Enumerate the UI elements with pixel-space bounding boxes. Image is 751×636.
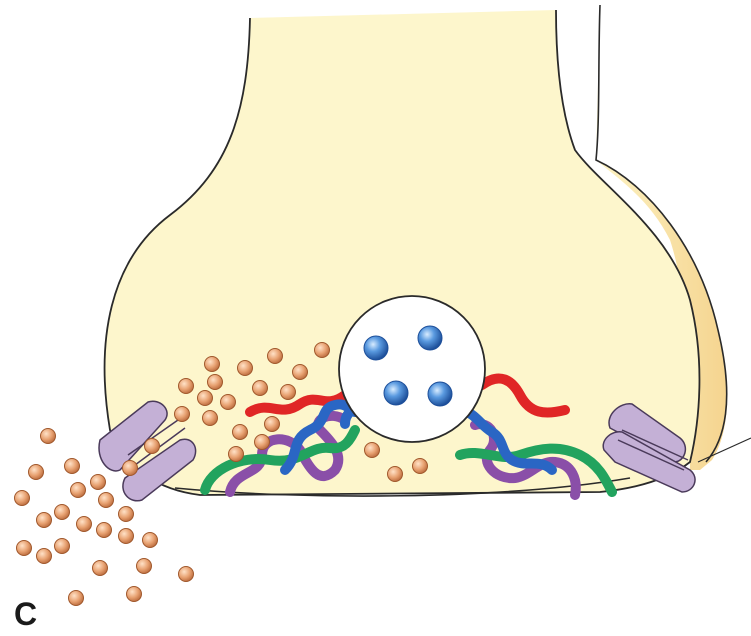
neurotransmitter-particle xyxy=(221,395,236,410)
neurotransmitter-particle xyxy=(71,483,86,498)
neurotransmitter-particle xyxy=(203,411,218,426)
neurotransmitter-particle xyxy=(77,517,92,532)
neurotransmitter-particle xyxy=(37,549,52,564)
neurotransmitter-particle xyxy=(55,539,70,554)
neurotransmitter-particle xyxy=(253,381,268,396)
neurotransmitter-particle xyxy=(293,365,308,380)
neurotransmitter-particle xyxy=(233,425,248,440)
neurotransmitter-particle xyxy=(281,385,296,400)
neurotransmitter-particle xyxy=(119,529,134,544)
neurotransmitter-particle xyxy=(119,507,134,522)
neurotransmitter-particle xyxy=(99,493,114,508)
panel-label: C xyxy=(14,598,37,630)
neurotransmitter-particle xyxy=(179,379,194,394)
neurotransmitter-particle xyxy=(238,361,253,376)
neurotransmitter-particle xyxy=(388,467,403,482)
synaptic-vesicle xyxy=(339,296,485,442)
neurotransmitter-particle xyxy=(91,475,106,490)
neurotransmitter-particle xyxy=(365,443,380,458)
vesicle-membrane xyxy=(339,296,485,442)
neurotransmitter-particle xyxy=(265,417,280,432)
neurotransmitter-particle xyxy=(123,461,138,476)
neurotransmitter-particle xyxy=(97,523,112,538)
neurotransmitter-particle xyxy=(229,447,244,462)
neurotransmitter-particle xyxy=(17,541,32,556)
neurotransmitter-particle xyxy=(208,375,223,390)
vesicle-content-4 xyxy=(428,382,452,406)
neurotransmitter-particle xyxy=(55,505,70,520)
neurotransmitter-particle xyxy=(198,391,213,406)
neurotransmitter-particle xyxy=(315,343,330,358)
neurotransmitter-particle xyxy=(37,513,52,528)
neurotransmitter-particle xyxy=(41,429,56,444)
neurotransmitter-particle xyxy=(143,533,158,548)
neurotransmitter-particle xyxy=(137,559,152,574)
neurotransmitter-particle xyxy=(29,465,44,480)
neurotransmitter-particle xyxy=(255,435,270,450)
neurotransmitter-particle xyxy=(65,459,80,474)
neurotransmitter-particle xyxy=(69,591,84,606)
neurotransmitter-particle xyxy=(127,587,142,602)
neurotransmitter-particle xyxy=(413,459,428,474)
neurotransmitter-particle xyxy=(15,491,30,506)
vesicle-content-1 xyxy=(364,336,388,360)
vesicle-content-2 xyxy=(418,326,442,350)
neurotransmitter-particle xyxy=(93,561,108,576)
vesicle-content-3 xyxy=(384,381,408,405)
neurotransmitter-particle xyxy=(179,567,194,582)
neurotransmitter-particle xyxy=(268,349,283,364)
neurotransmitter-particle xyxy=(175,407,190,422)
neurotransmitter-particle xyxy=(145,439,160,454)
neurotransmitter-particle xyxy=(205,357,220,372)
